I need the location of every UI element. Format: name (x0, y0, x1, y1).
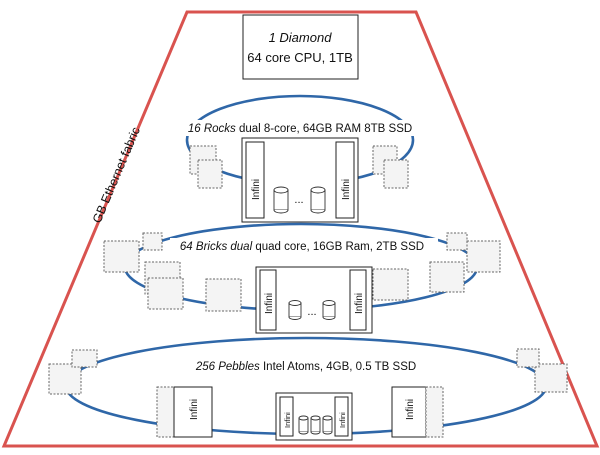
rock-node (383, 159, 409, 189)
pebbles-tier: 256 Pebbles Intel Atoms, 4GB, 0.5 TB SSD… (48, 336, 568, 441)
pebbles-spec: Intel Atoms, 4GB, 0.5 TB SSD (260, 361, 416, 373)
bricks-infini-left-label: Infini (264, 293, 275, 314)
rocks-infini-right-label: Infini (341, 179, 352, 200)
bricks-infini-left (259, 269, 277, 331)
bricks-disk-1 (288, 300, 302, 320)
fabric-label: GB Ethernet fabric (90, 125, 143, 225)
pebble-node (71, 349, 98, 368)
rocks-disk-2 (310, 186, 326, 214)
pebble-node (534, 363, 568, 393)
pebbles-infini-right-label: Infini (405, 399, 416, 420)
rocks-infini-right (335, 141, 355, 219)
pebbles-disk-1 (298, 415, 309, 435)
bricks-label-bg (170, 238, 438, 254)
pebbles-infini-b-label: Infini (338, 412, 347, 428)
brick-node (142, 232, 163, 251)
brick-node (147, 277, 184, 310)
bricks-infini-right (349, 269, 367, 331)
rock-node (197, 159, 223, 189)
rocks-label-bg (186, 120, 416, 136)
pyramid-outline (1, 10, 600, 448)
brick-node (205, 278, 242, 312)
bricks-infini-right-label: Infini (354, 293, 365, 314)
brick-node (446, 232, 468, 251)
bricks-label: 64 Bricks dual quad core, 16GB Ram, 2TB … (180, 241, 424, 253)
rocks-infini-left (245, 141, 265, 219)
diamond-spec: 64 core CPU, 1TB (247, 50, 353, 65)
pebbles-label-bg (175, 358, 437, 374)
pebbles-count: 256 Pebbles (195, 361, 260, 373)
pebble-node-left-inner (173, 386, 213, 438)
pebbles-infini-b (334, 396, 349, 437)
rocks-ellipsis: ... (294, 194, 303, 206)
pebbles-disk-2 (310, 415, 321, 435)
brick-node (372, 268, 409, 301)
brick-node (466, 240, 501, 273)
pebble-node-left-outer (156, 386, 175, 438)
pebble-node (48, 363, 82, 395)
pebbles-label: 256 Pebbles Intel Atoms, 4GB, 0.5 TB SSD (195, 361, 416, 373)
bricks-ellipsis: ... (307, 306, 316, 318)
rocks-disk-1 (273, 186, 289, 214)
rocks-label: 16 Rocks dual 8-core, 64GB RAM 8TB SSD (188, 123, 412, 135)
rocks-infini-left-label: Infini (251, 179, 262, 200)
rocks-count: 16 Rocks (188, 123, 236, 135)
brick-node (103, 240, 140, 273)
pebbles-infini-a (279, 396, 294, 437)
bricks-count: 64 Bricks dual (180, 241, 253, 253)
brick-node (429, 261, 465, 293)
bricks-tier: 64 Bricks dual quad core, 16GB Ram, 2TB … (103, 222, 501, 334)
rocks-tier: 16 Rocks dual 8-core, 64GB RAM 8TB SSD I… (185, 94, 416, 223)
bricks-disk-2 (322, 300, 336, 320)
pebbles-infini-left-label: Infini (189, 399, 200, 420)
pebble-node-right-outer (425, 386, 444, 438)
pebble-node-right-inner (391, 386, 427, 438)
pebbles-disk-3 (322, 415, 333, 435)
diamond-box (242, 14, 359, 80)
pebbles-infini-a-label: Infini (283, 412, 292, 428)
pebble-node (516, 348, 540, 368)
rocks-spec: dual 8-core, 64GB RAM 8TB SSD (236, 123, 412, 135)
bricks-spec: quad core, 16GB Ram, 2TB SSD (252, 241, 424, 253)
diamond-title: 1 Diamond (269, 30, 333, 45)
